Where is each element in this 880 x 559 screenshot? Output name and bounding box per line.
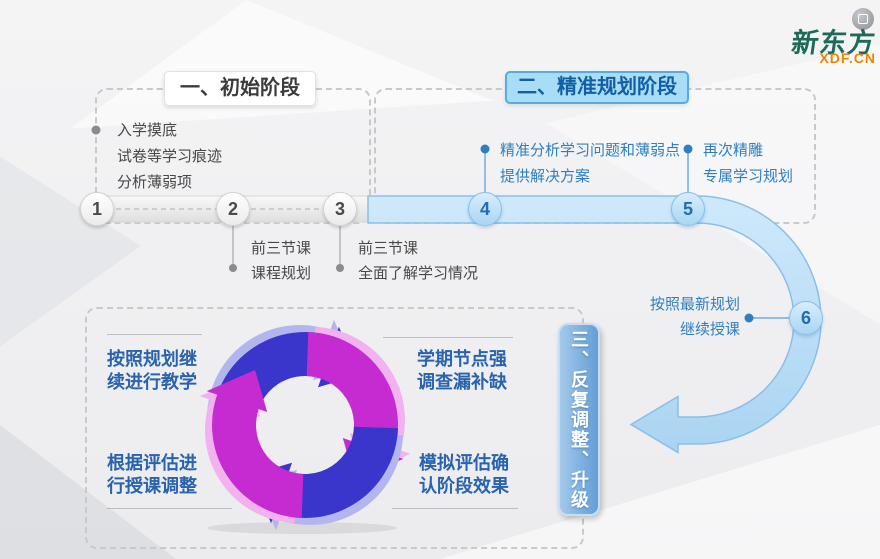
cycle-item-line: 根据评估进 — [107, 453, 197, 473]
xdf-seal-icon — [852, 8, 874, 30]
step1-line2: 试卷等学习痕迹 — [117, 148, 223, 165]
cycle-item-bottom-left: 根据评估进 行授课调整 — [107, 452, 197, 498]
step2-line2: 课程规划 — [251, 265, 312, 282]
step5-line1: 再次精雕 — [703, 142, 764, 159]
step5-dot — [683, 144, 693, 154]
cycle-item-line: 续进行教学 — [107, 372, 197, 392]
step5-line2: 专属学习规划 — [703, 168, 794, 185]
step3-line2: 全面了解学习情况 — [358, 265, 479, 282]
step3-note: 前三节课 全面了解学习情况 — [358, 236, 478, 286]
logo-domain-text: XDF.CN — [819, 50, 876, 66]
stage3-title-bar: 三、反复调整、升级 — [558, 323, 600, 516]
timeline-circle-2: 2 — [216, 192, 250, 226]
step2-note: 前三节课 课程规划 — [251, 236, 311, 286]
timeline-circle-3: 3 — [323, 192, 357, 226]
timeline-band-arrow — [367, 195, 822, 454]
step1-note: 入学摸底 试卷等学习痕迹 分析薄弱项 — [117, 118, 222, 196]
cycle-item-line: 模拟评估确 — [419, 453, 509, 473]
timeline-circle-6: 6 — [789, 301, 823, 335]
cycle-item-line: 学期节点强 — [417, 349, 507, 369]
step5-note: 再次精雕 专属学习规划 — [703, 138, 793, 190]
cycle-item-line: 调查漏补缺 — [417, 372, 507, 392]
step3-dot — [336, 264, 344, 272]
step6-line2: 继续授课 — [679, 321, 740, 338]
timeline-circle-5: 5 — [671, 192, 705, 226]
cycle-shadow — [207, 522, 397, 534]
step4-line1: 精准分析学习问题和薄弱点 — [500, 142, 681, 159]
cycle-arrow-left-icon — [199, 370, 303, 501]
step4-line2: 提供解决方案 — [500, 168, 591, 185]
cycle-item-bottom-right: 模拟评估确 认阶段效果 — [419, 452, 509, 498]
step1-dot — [91, 125, 101, 135]
step1-line3: 分析薄弱项 — [117, 174, 193, 191]
step6-note: 按照最新规划 继续授课 — [622, 292, 740, 342]
cycle-item-top-right: 学期节点强 调查漏补缺 — [417, 348, 507, 394]
step6-line1: 按照最新规划 — [649, 296, 740, 313]
timeline-circle-1: 1 — [80, 192, 114, 226]
step6-dot — [744, 313, 754, 323]
cycle-separator-top-left — [107, 334, 202, 335]
cycle-item-line: 认阶段效果 — [419, 476, 509, 496]
xdf-logo: 新东方 XDF.CN — [788, 8, 878, 66]
step1-line1: 入学摸底 — [117, 122, 178, 139]
step4-note: 精准分析学习问题和薄弱点 提供解决方案 — [500, 138, 680, 190]
cycle-item-top-left: 按照规划继 续进行教学 — [107, 348, 197, 394]
step2-dot — [229, 264, 237, 272]
stage2-title: 二、精准规划阶段 — [505, 71, 689, 104]
cycle-separator-bottom-left — [107, 508, 232, 509]
timeline-circle-4: 4 — [468, 192, 502, 226]
step3-line1: 前三节课 — [358, 240, 419, 257]
cycle-item-line: 按照规划继 — [107, 349, 197, 369]
stage1-title: 一、初始阶段 — [164, 71, 316, 106]
cycle-separator-bottom-right — [392, 508, 518, 509]
cycle-item-line: 行授课调整 — [107, 476, 197, 496]
cycle-separator-top-right — [383, 337, 513, 338]
step2-line1: 前三节课 — [251, 240, 312, 257]
step4-dot — [480, 144, 490, 154]
stage3-title: 三、反复调整、升级 — [569, 329, 589, 510]
